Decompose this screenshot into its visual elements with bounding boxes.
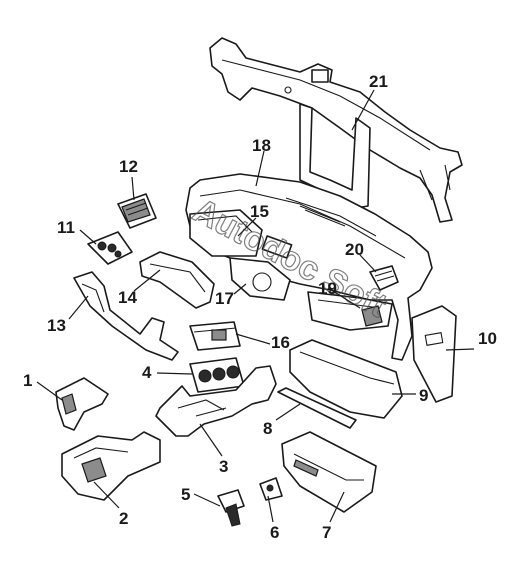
part-10-end-panel [411, 305, 457, 403]
part-19-switch [361, 305, 383, 327]
part-3-centre-console [155, 365, 277, 437]
callout-labels: 1 2 3 4 5 6 7 8 9 10 11 12 13 14 15 16 1… [23, 72, 497, 542]
callout-15: 15 [250, 202, 269, 221]
part-15-instrument-binnacle [189, 209, 263, 257]
part-12-vent-panel [117, 193, 157, 229]
part-9-glovebox-lid [289, 339, 403, 419]
callout-5: 5 [181, 485, 190, 504]
part-7-glovebox-tray [281, 431, 377, 513]
callout-1: 1 [23, 371, 32, 390]
callout-6: 6 [270, 523, 279, 542]
callout-14: 14 [118, 288, 137, 307]
callout-8: 8 [263, 419, 272, 438]
callout-19: 19 [318, 279, 337, 298]
callout-12: 12 [119, 157, 138, 176]
part-13-side-trim [73, 271, 179, 361]
callout-16: 16 [271, 333, 290, 352]
part-16-control-unit [189, 321, 241, 351]
callout-3: 3 [219, 457, 228, 476]
part-17-center-opening [229, 257, 291, 301]
callout-21: 21 [369, 72, 388, 91]
part-2-rear-console [61, 431, 161, 501]
callout-20: 20 [345, 240, 364, 259]
callout-2: 2 [119, 509, 128, 528]
callout-10: 10 [478, 329, 497, 348]
callout-4: 4 [142, 363, 152, 382]
part-21-crossmember-beam [209, 37, 463, 223]
part-1-switch-housing [55, 377, 109, 431]
part-4-heater-control [189, 357, 245, 393]
callout-18: 18 [252, 136, 271, 155]
part-5-ignition-key [217, 489, 245, 527]
part-6-lock-cylinder [259, 477, 283, 501]
part-11-switch-block [87, 231, 133, 265]
leader-lines [36, 89, 475, 523]
callout-13: 13 [47, 316, 66, 335]
part-20-side-vent [369, 265, 399, 291]
callout-17: 17 [215, 289, 234, 308]
callout-9: 9 [419, 386, 428, 405]
callout-7: 7 [322, 523, 331, 542]
callout-11: 11 [57, 218, 75, 237]
part-14-cluster-cover [139, 251, 215, 309]
part-8-trim-strip [277, 387, 357, 429]
